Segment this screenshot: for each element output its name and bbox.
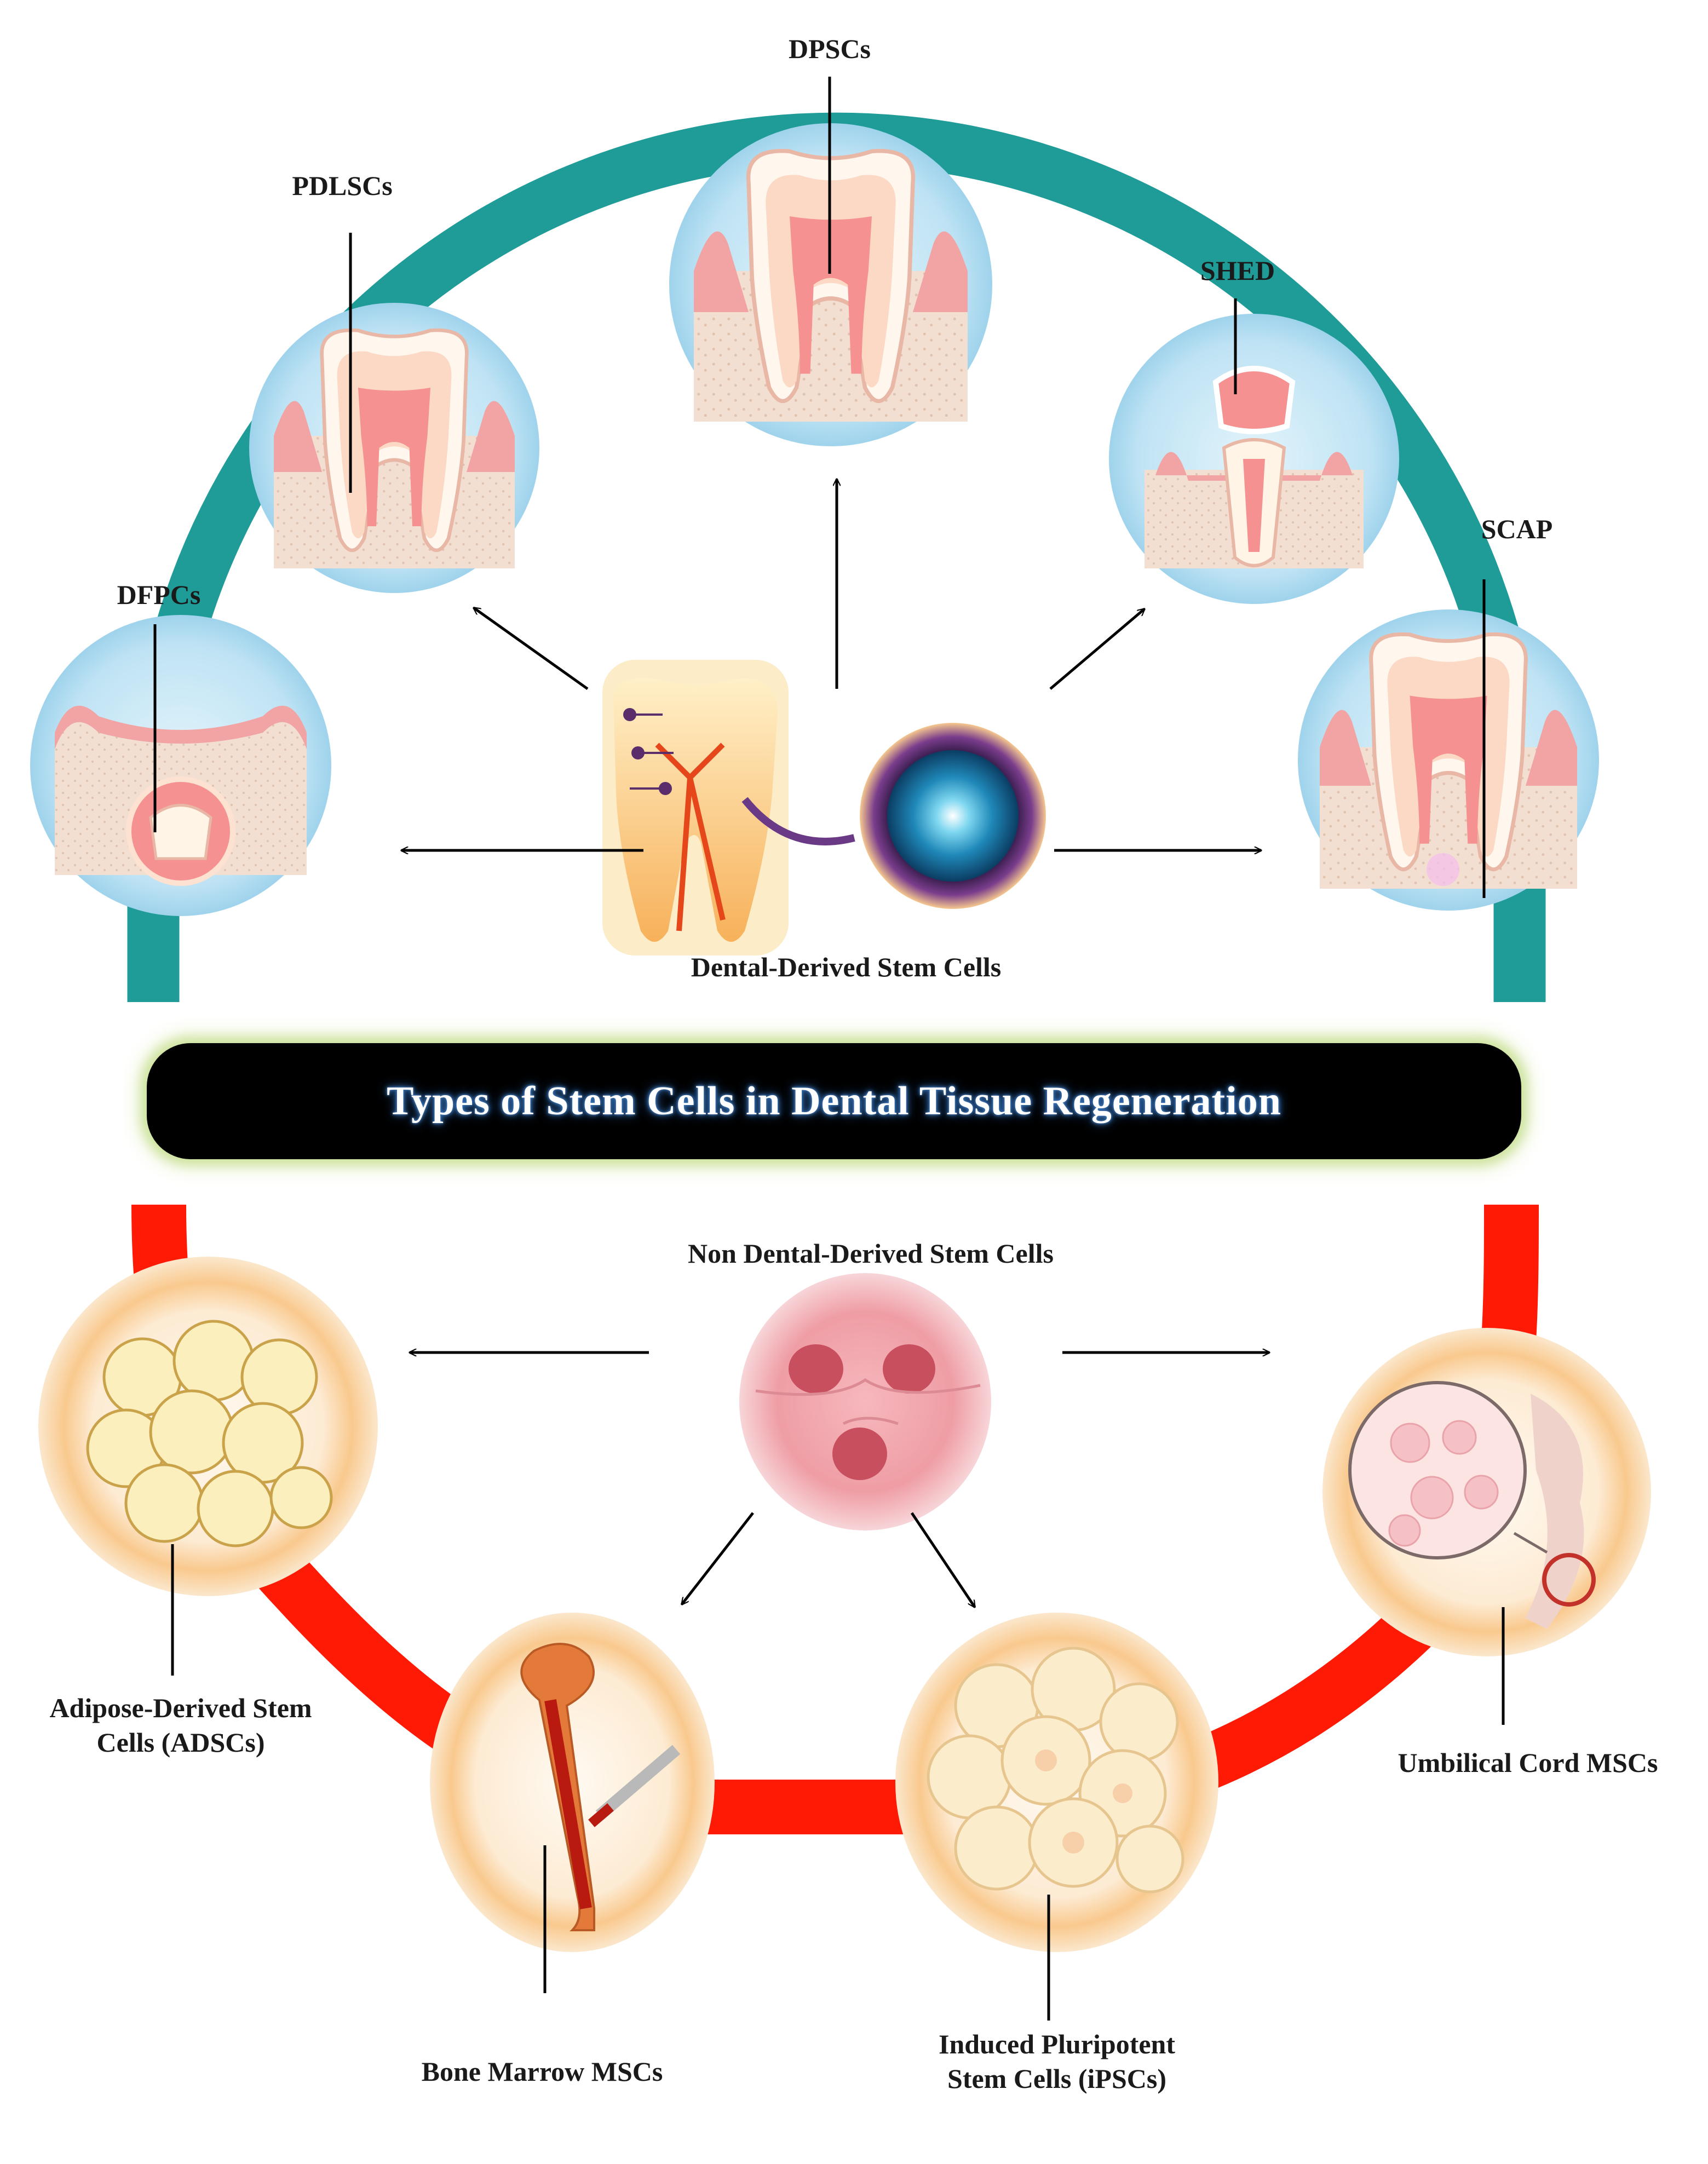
leader-lines	[153, 77, 1505, 2021]
dfpcs-circle	[30, 615, 331, 916]
page-title: Types of Stem Cells in Dental Tissue Reg…	[387, 1078, 1281, 1124]
label-non-dental-derived: Non Dental-Derived Stem Cells	[688, 1238, 1054, 1269]
pdlscs-circle	[249, 303, 539, 593]
central-cell-image	[739, 1273, 991, 1530]
label-shed: SHED	[1200, 255, 1275, 286]
label-dpscs: DPSCs	[788, 33, 871, 64]
label-pdlscs: PDLSCs	[292, 170, 393, 201]
label-dental-derived: Dental-Derived Stem Cells	[691, 952, 1002, 982]
arrow-to-pdlscs	[474, 608, 589, 690]
label-adscs: Adipose-Derived Stem Cells (ADSCs)	[22, 1691, 340, 1759]
label-adscs-line2: Cells (ADSCs)	[96, 1726, 265, 1758]
ucmsc-circle	[1322, 1328, 1651, 1656]
arrows	[401, 479, 1269, 1607]
adscs-circle	[38, 1257, 378, 1596]
scap-circle	[1298, 609, 1599, 911]
ipscs-circle	[895, 1613, 1218, 1952]
label-ucmsc: Umbilical Cord MSCs	[1398, 1747, 1658, 1778]
label-ipscs: Induced Pluripotent Stem Cells (iPSCs)	[893, 2027, 1221, 2096]
shed-circle	[1109, 314, 1399, 604]
arrow-to-ipscs	[910, 1512, 975, 1607]
label-bm: Bone Marrow MSCs	[421, 2056, 663, 2087]
title-banner: Types of Stem Cells in Dental Tissue Reg…	[147, 1043, 1521, 1159]
arrow-to-shed	[1049, 609, 1145, 690]
bm-circle	[430, 1613, 715, 1952]
label-adscs-line1: Adipose-Derived Stem	[49, 1693, 312, 1723]
arrow-to-bm	[682, 1512, 754, 1604]
label-dfpcs: DFPCs	[117, 579, 201, 610]
label-scap: SCAP	[1481, 514, 1553, 544]
label-ipscs-line2: Stem Cells (iPSCs)	[947, 2063, 1166, 2094]
central-tooth-image	[602, 660, 1046, 956]
label-ipscs-line1: Induced Pluripotent	[938, 2029, 1175, 2059]
dpscs-circle	[669, 123, 992, 446]
